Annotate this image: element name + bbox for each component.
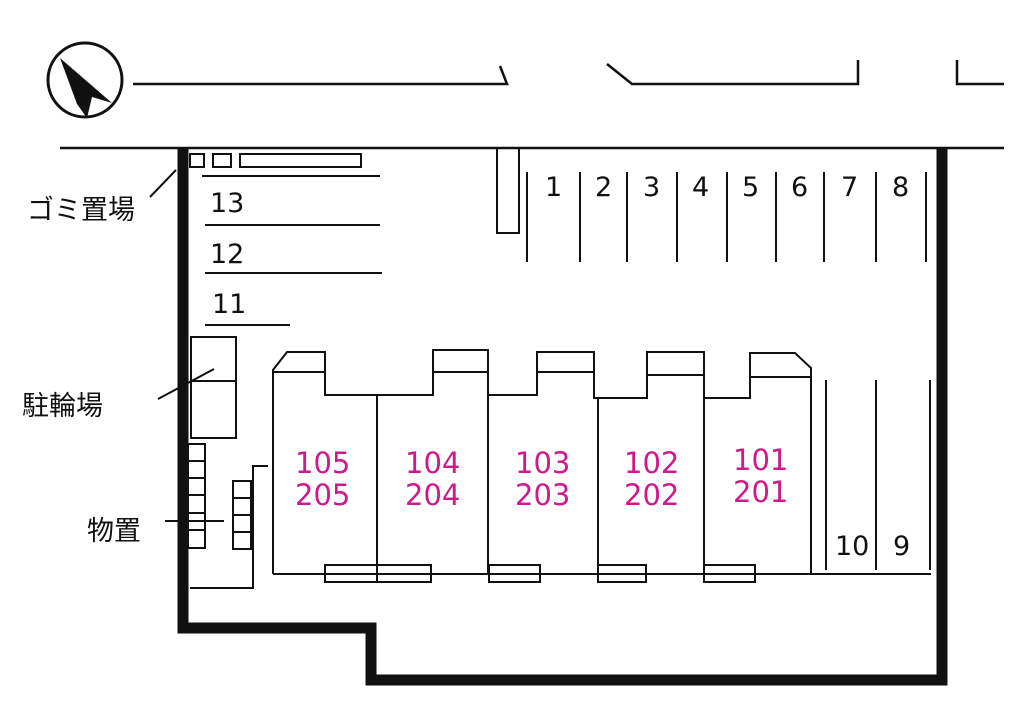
garbage-area-label: ゴミ置場 (27, 195, 135, 226)
unit-105: 105 (295, 446, 350, 480)
unit-201: 201 (733, 475, 788, 509)
unit-204: 204 (405, 478, 460, 512)
top-parking-lines (496, 147, 927, 262)
unit-104: 104 (405, 446, 460, 480)
parking-number-10: 10 (835, 531, 869, 562)
site-boundary (177, 148, 948, 686)
north-arrow-icon (46, 41, 124, 119)
storage-area (165, 443, 268, 589)
unit-205: 205 (295, 478, 350, 512)
parking-number-2: 2 (595, 172, 612, 203)
bicycle-parking (157, 336, 237, 439)
parking-number-12: 12 (210, 239, 244, 270)
parking-number-13: 13 (210, 188, 244, 219)
unit-203: 203 (515, 478, 570, 512)
unit-202: 202 (624, 478, 679, 512)
parking-number-8: 8 (892, 172, 909, 203)
parking-number-4: 4 (692, 172, 709, 203)
parking-number-7: 7 (841, 172, 858, 203)
unit-101: 101 (733, 443, 788, 477)
parking-number-5: 5 (742, 172, 759, 203)
parking-number-3: 3 (643, 172, 660, 203)
building (272, 349, 931, 583)
parking-number-11: 11 (212, 289, 246, 320)
unit-103: 103 (515, 446, 570, 480)
left-parking-lines (205, 224, 382, 326)
storage-label: 物置 (87, 516, 141, 547)
unit-102: 102 (624, 446, 679, 480)
road (60, 60, 1004, 150)
parking-number-6: 6 (791, 172, 808, 203)
garbage-area (149, 153, 380, 198)
bicycle-parking-label: 駐輪場 (22, 391, 103, 422)
parking-number-9: 9 (893, 531, 910, 562)
unit-labels: 105 205 104 204 103 203 102 202 101 201 (295, 443, 788, 512)
parking-number-1: 1 (545, 172, 562, 203)
right-parking-lines (825, 380, 931, 570)
